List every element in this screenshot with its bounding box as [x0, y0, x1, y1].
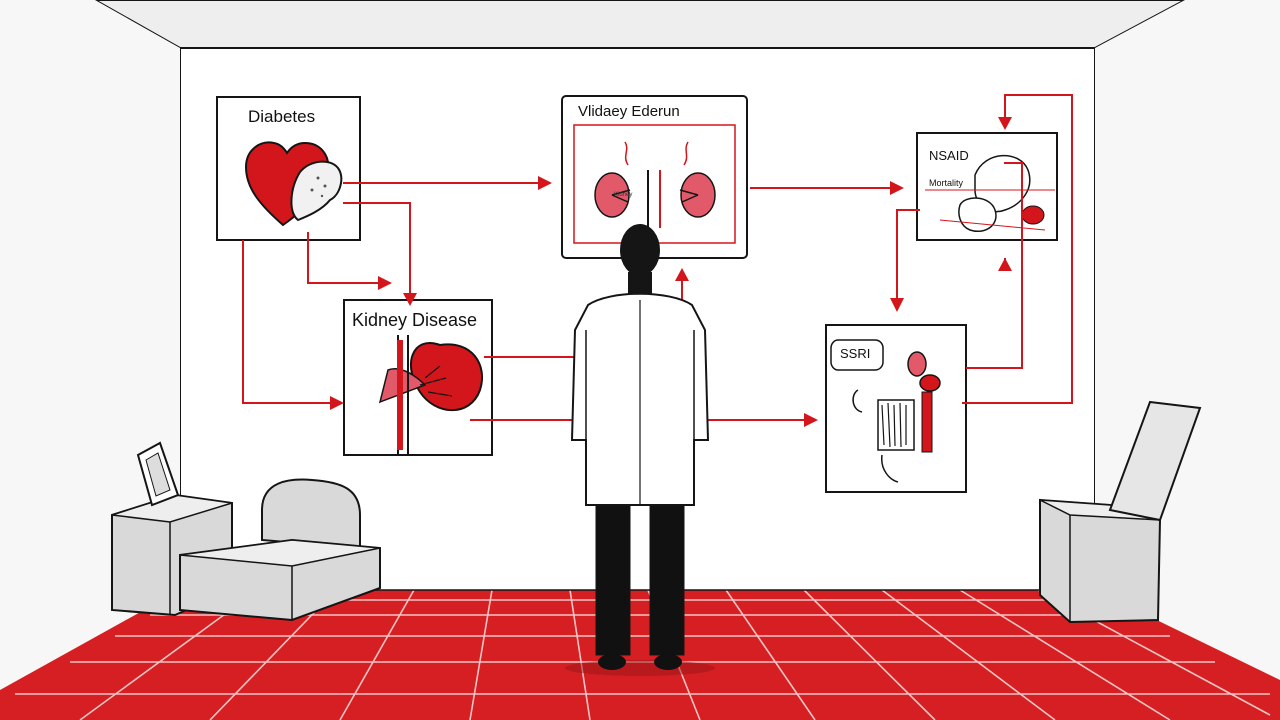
right-chair [1039, 400, 1202, 624]
kidney-edema-label: Vlidaey Ederun [578, 103, 680, 120]
tiled-floor [0, 590, 1280, 720]
kidney-sublabel: Kidney [614, 192, 633, 198]
left-chair [179, 478, 381, 622]
kidney-disease-label: Kidney Disease [352, 310, 478, 330]
doctor-figure [565, 224, 715, 676]
diabetes-label: Diabetes [248, 107, 316, 126]
left-cabinet [111, 441, 233, 617]
nsaid-poster [916, 132, 1058, 241]
arrow-heads [330, 117, 1012, 427]
ceiling [92, 0, 1186, 49]
mortality-label: Mortality [929, 178, 964, 188]
ssri-label: SSRI [840, 346, 871, 361]
diseased-kidney-icon [410, 342, 483, 412]
speech-bubble-icon [830, 339, 884, 371]
pill-icon [1021, 205, 1045, 225]
kidney-disease-poster [343, 299, 493, 456]
diabetes-poster [216, 96, 361, 241]
nsaid-label: NSAID [929, 148, 969, 163]
ssri-poster [825, 324, 967, 493]
head [620, 224, 660, 276]
pancreas-icon [290, 160, 343, 222]
